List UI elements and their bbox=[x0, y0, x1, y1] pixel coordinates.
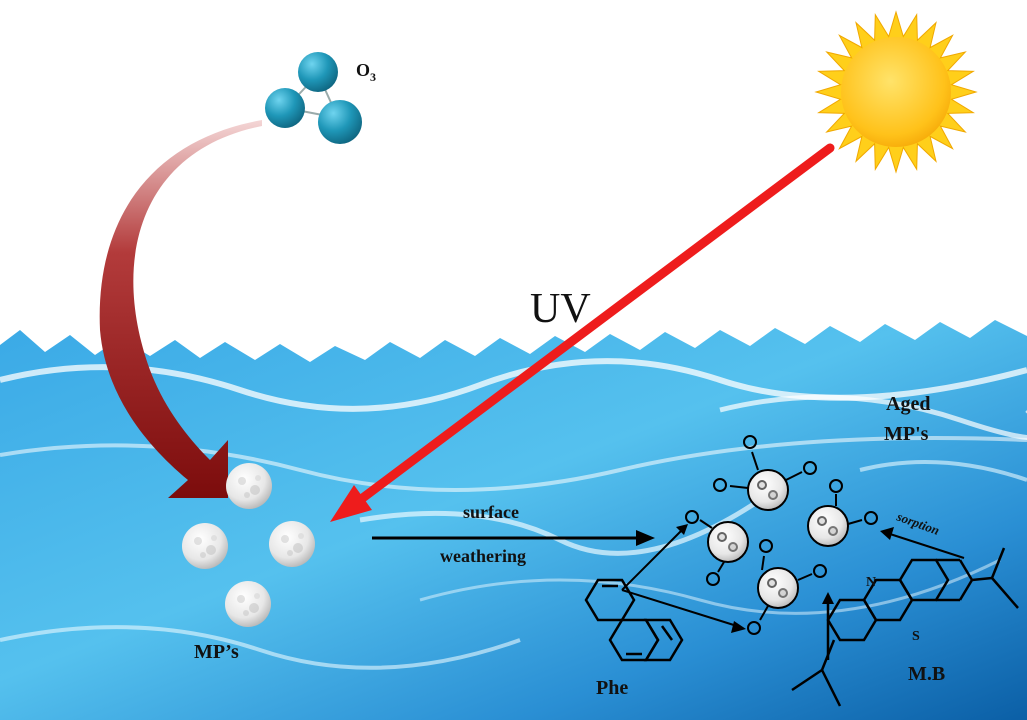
aged-microplastic-particle-icon bbox=[747, 469, 789, 511]
uv-ray bbox=[330, 143, 835, 522]
aged-microplastics-group bbox=[685, 435, 878, 635]
aged-microplastic-particle-icon bbox=[757, 567, 799, 609]
ozone-label: O3 bbox=[356, 60, 376, 84]
sorption-arrow bbox=[880, 527, 965, 559]
phenanthrene-structure bbox=[584, 524, 746, 662]
phe-label: Phe bbox=[596, 677, 628, 699]
aged-label-line1: Aged bbox=[886, 393, 930, 415]
microplastic-particle-icon bbox=[226, 463, 272, 509]
methylene-blue-structure bbox=[791, 547, 1019, 707]
aged-microplastic-particle-icon bbox=[807, 505, 849, 547]
surface-label: surface bbox=[463, 502, 519, 522]
mps-label: MP’s bbox=[194, 641, 239, 663]
mb-label: M.B bbox=[908, 663, 945, 685]
aged-microplastic-particle-icon bbox=[707, 521, 749, 563]
microplastic-particle-icon bbox=[225, 581, 271, 627]
microplastic-particle-icon bbox=[182, 523, 228, 569]
microplastic-particle-icon bbox=[269, 521, 315, 567]
weathering-label: weathering bbox=[440, 546, 526, 566]
mb-sulfur-label: S bbox=[912, 629, 920, 644]
mb-nitrogen-label: N bbox=[866, 575, 876, 590]
ozone-arrow bbox=[99, 120, 262, 498]
ozone-molecule-icon bbox=[265, 52, 362, 144]
weathering-arrow bbox=[372, 530, 655, 546]
uv-label: UV bbox=[530, 286, 591, 332]
aged-label-line2: MP's bbox=[884, 423, 929, 445]
sun-icon bbox=[814, 10, 978, 174]
